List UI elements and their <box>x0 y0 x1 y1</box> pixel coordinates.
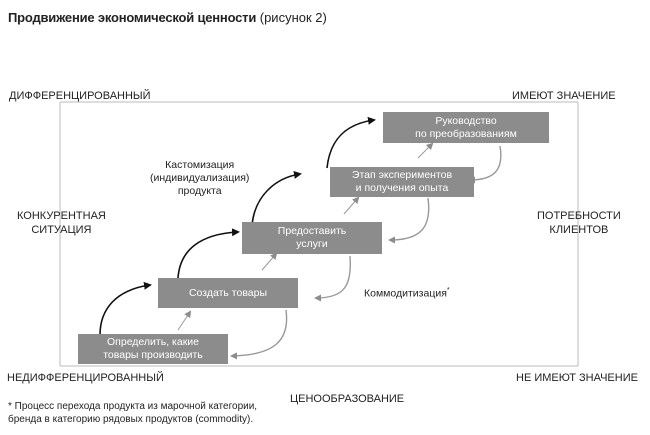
step-2-line1: Создать товары <box>188 286 268 299</box>
gray-curve-3 <box>388 197 430 244</box>
customization-label: Кастомизация (индивидуализация) продукта <box>150 159 249 198</box>
side-right-line2: КЛИЕНТОВ <box>549 224 609 236</box>
step-3-line2: услуги <box>296 238 328 250</box>
step-4-line1: Этап экспериментов <box>351 169 453 181</box>
step-5-line1: Руководство <box>435 114 497 127</box>
black-curve-2 <box>177 228 240 279</box>
commoditization-text: Коммодитизация <box>364 287 447 300</box>
step-4-line2: и получения опыта <box>355 182 449 194</box>
side-right-line1: ПОТРЕБНОСТИ <box>537 210 621 222</box>
corner-bottom-right: НЕ ИМЕЮТ ЗНАЧЕНИЕ <box>516 372 638 384</box>
step-3-line1: Предоставить <box>277 225 347 237</box>
black-curve-4 <box>326 116 376 169</box>
gray-arrow-1 <box>177 310 192 331</box>
commoditization-mark: * <box>446 287 450 294</box>
corner-bottom-left: НЕДИФФЕРЕНЦИРОВАННЫЙ <box>7 372 164 384</box>
black-curve-1 <box>99 281 152 336</box>
commoditization-label: Коммодитизация* <box>364 287 450 300</box>
customization-line3: продукта <box>177 185 222 197</box>
side-left-line2: СИТУАЦИЯ <box>31 224 92 236</box>
side-bottom: ЦЕНООБРАЗОВАНИЕ <box>290 393 405 405</box>
page-title: Продвижение экономической ценности (рису… <box>8 10 327 25</box>
side-right: ПОТРЕБНОСТИ КЛИЕНТОВ <box>537 209 621 237</box>
gray-curve-1 <box>230 309 288 360</box>
footnote-line2: бренда в категорию рядовых продуктов (co… <box>8 414 254 425</box>
step-1-line1: Определить, какие <box>107 336 199 348</box>
step-1-line2: товары производить <box>103 349 203 361</box>
corner-top-left: ДИФФЕРЕНЦИРОВАННЫЙ <box>9 90 151 102</box>
gray-arrow-4 <box>417 142 434 159</box>
footnote-line1: * Процесс перехода продукта из марочной … <box>8 401 258 412</box>
gray-arrow-3 <box>343 196 360 215</box>
customization-line2: (индивидуализация) <box>150 172 250 184</box>
step-5-line2: по преобразованиям <box>415 127 517 140</box>
side-left: КОНКУРЕНТНАЯ СИТУАЦИЯ <box>17 209 106 237</box>
step-box-2: Создать товары <box>158 278 298 308</box>
gray-curve-2 <box>314 255 352 302</box>
black-curve-3 <box>251 171 302 226</box>
corner-top-right: ИМЕЮТ ЗНАЧЕНИЕ <box>512 90 616 102</box>
title-bold: Продвижение экономической ценности <box>8 10 257 25</box>
title-suffix: (рисунок 2) <box>256 10 327 25</box>
side-left-line1: КОНКУРЕНТНАЯ <box>17 210 106 222</box>
gray-arrow-2 <box>261 252 278 271</box>
footnote: * Процесс перехода продукта из марочной … <box>8 400 257 426</box>
gray-curve-4 <box>468 145 502 184</box>
customization-line1: Кастомизация <box>165 159 235 171</box>
